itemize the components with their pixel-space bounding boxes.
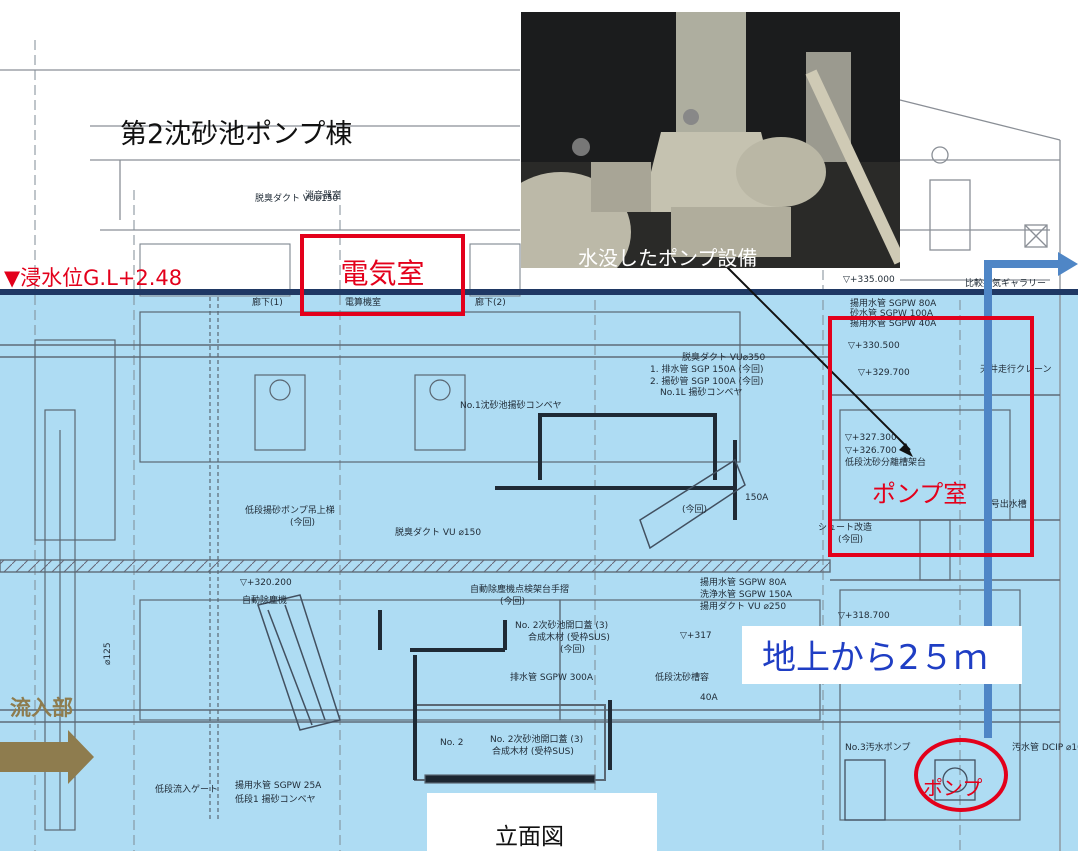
drawing-label-pipe-40a: 40A [700, 693, 718, 703]
black-pointer-arrow-icon [899, 443, 913, 457]
drawing-label-room-top: 消音器室 [305, 189, 341, 201]
drawing-label-lvl-3202: ▽+320.200 [240, 578, 292, 588]
drawing-label-konkai: (今回) [682, 503, 707, 515]
drawing-label-lvl-3297: ▽+329.700 [858, 368, 910, 378]
drawing-label-lvl-3273: ▽+327.300 [845, 433, 897, 443]
lower-structures [34, 290, 1021, 831]
upper-rooms [139, 243, 521, 297]
drawing-label-pipe-note2: 2. 揚砂管 SGP 100A (今回) [650, 375, 764, 387]
drawing-label-corridor1: 廊下(1) [252, 296, 283, 308]
drawing-label-duct-low: 脱臭ダクト VU ⌀150 [395, 526, 481, 538]
drawing-label-tank3: 3号出水槽 [985, 498, 1027, 510]
drawing-label-auto-dust-machine: 自動除塵機 [242, 594, 287, 606]
drawing-label-dim-125: ⌀125 [103, 642, 113, 665]
drawing-label-discharge: 汚水管 DCIP ⌀1000 [1012, 741, 1078, 753]
drawing-label-pump-lift: 低段揚砂ポンプ吊上梯 [245, 504, 335, 516]
drawing-label-no2-cover-b2: 合成木材 (受枠SUS) [492, 745, 574, 757]
drawing-label-conveyor-low: 低段1 揚砂コンベヤ [235, 793, 316, 805]
drawing-label-pipe-t1: 揚用水管 SGPW 80A [850, 297, 937, 309]
inclined-screen [257, 458, 746, 731]
drawing-label-pipe-t3: 揚用水管 SGPW 40A [850, 317, 937, 329]
pump-label: ポンプ [923, 776, 983, 800]
drawing-label-lvl-3187: ▽+318.700 [838, 611, 890, 621]
building-title: 第2沈砂池ポンプ棟 [120, 119, 353, 150]
drawing-label-lowsand-pump: 低段沈砂分離槽架台 [845, 456, 926, 468]
drawing-label-pipe-150a: 150A [745, 493, 769, 503]
drawing-label-no2-cover3b: 合成木材 (受枠SUS) [528, 631, 610, 643]
drawing-label-corridor2: 廊下(2) [475, 296, 506, 308]
pipework [378, 413, 737, 780]
drawing-label-lvl-317: ▽+317 [680, 631, 712, 641]
drawing-label-vent: 比較換気ギャラリー [965, 277, 1046, 289]
electrical-room-box: 電気室 [300, 234, 465, 316]
pump-highlight-circle [914, 738, 1008, 812]
drawing-label-pipe-r2: 洗浄水管 SGPW 150A [700, 588, 793, 600]
building-outline [0, 69, 1061, 851]
flood-level-label: ▼浸水位G.L+2.48 [4, 266, 183, 290]
elevation-caption-background [427, 793, 657, 851]
drawing-label-chute-sub: (今回) [838, 533, 863, 545]
photo-caption: 水没したポンプ設備 [578, 246, 758, 270]
drawing-label-water-pipe: 排水管 SGPW 300A [510, 671, 594, 683]
drawing-label-no2-cover3c: (今回) [560, 643, 585, 655]
drawing-label-pipe-sgpw25: 揚用水管 SGPW 25A [235, 779, 322, 791]
drawing-label-lowsand-tank: 低段沈砂槽容 [655, 671, 709, 683]
drawing-label-no2-cover3: No. 2次砂池開口蓋 (3) [515, 619, 608, 631]
outflow-arrow-icon [984, 260, 1060, 738]
drawing-label-pump-no3: No.3汚水ポンプ [845, 741, 910, 753]
drawing-label-pipe-note1: 1. 排水管 SGP 150A (今回) [650, 363, 764, 375]
drawing-label-conveyor-no1: No.1L 揚砂コンベヤ [660, 386, 743, 398]
drawing-label-lvl-3305: ▽+330.500 [848, 341, 900, 351]
flood-level-line [0, 289, 1078, 295]
drawing-label-lvl-3267: ▽+326.700 [845, 446, 897, 456]
drawing-label-no2-cover-b: No. 2次砂池開口蓋 (3) [490, 733, 583, 745]
drawing-label-electric-sub: 電算機室 [345, 296, 381, 308]
inflow-label: 流入部 [10, 696, 73, 720]
floor-slabs [0, 344, 1060, 723]
depth-label-background [742, 626, 1022, 684]
drawing-label-gate: 低段流入ゲート [155, 783, 218, 795]
outflow-arrowhead-icon [1058, 252, 1078, 276]
drawing-label-conveyor-no1b: No.1沈砂池揚砂コンベヤ [460, 399, 562, 411]
drawing-label-lvl-335: ▽+335.000 [843, 275, 895, 285]
drawing-label-duct-mid: 脱臭ダクト VU⌀350 [682, 351, 765, 363]
pump-room-box [828, 316, 1034, 557]
drawing-label-pipe-r3: 揚用ダクト VU ⌀250 [700, 600, 786, 612]
drawing-label-auto-dust-sub: (今回) [500, 595, 525, 607]
drawing-label-duct-top: 脱臭ダクト VU⌀150 [255, 192, 338, 204]
drawing-label-pump-lift-sub: (今回) [290, 516, 315, 528]
right-arrow-icon [0, 730, 94, 784]
drawing-label-pipe-r1: 揚用水管 SGPW 80A [700, 576, 787, 588]
drawing-label-no2: No. 2 [440, 738, 464, 748]
elevation-caption: 立面図 [495, 824, 564, 850]
electrical-room-label: 電気室 [340, 257, 425, 290]
depth-label: 地上から2５ｍ [762, 638, 988, 678]
drawing-label-auto-dust: 自動除塵機点検架台手摺 [470, 583, 569, 595]
submerged-pump-photo [521, 12, 900, 268]
pump-room-label: ポンプ室 [872, 480, 968, 508]
pointer-line [715, 255, 911, 451]
